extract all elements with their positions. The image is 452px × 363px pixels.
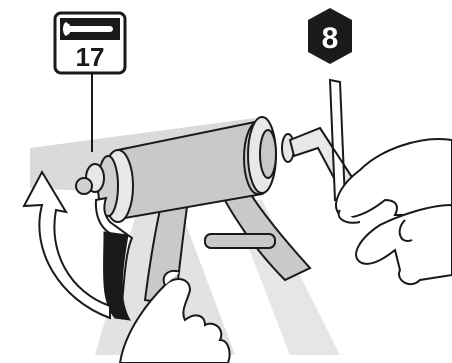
cylinder-body	[118, 117, 294, 218]
wrench-size-badge: 17	[55, 13, 125, 152]
step-number-badge: 8	[308, 8, 352, 64]
wrench-icon	[60, 18, 120, 40]
wrench-size-label: 17	[76, 42, 105, 72]
right-hand-lower	[356, 205, 452, 284]
step-number-label: 8	[322, 22, 339, 55]
rotation-arrow	[24, 172, 110, 318]
